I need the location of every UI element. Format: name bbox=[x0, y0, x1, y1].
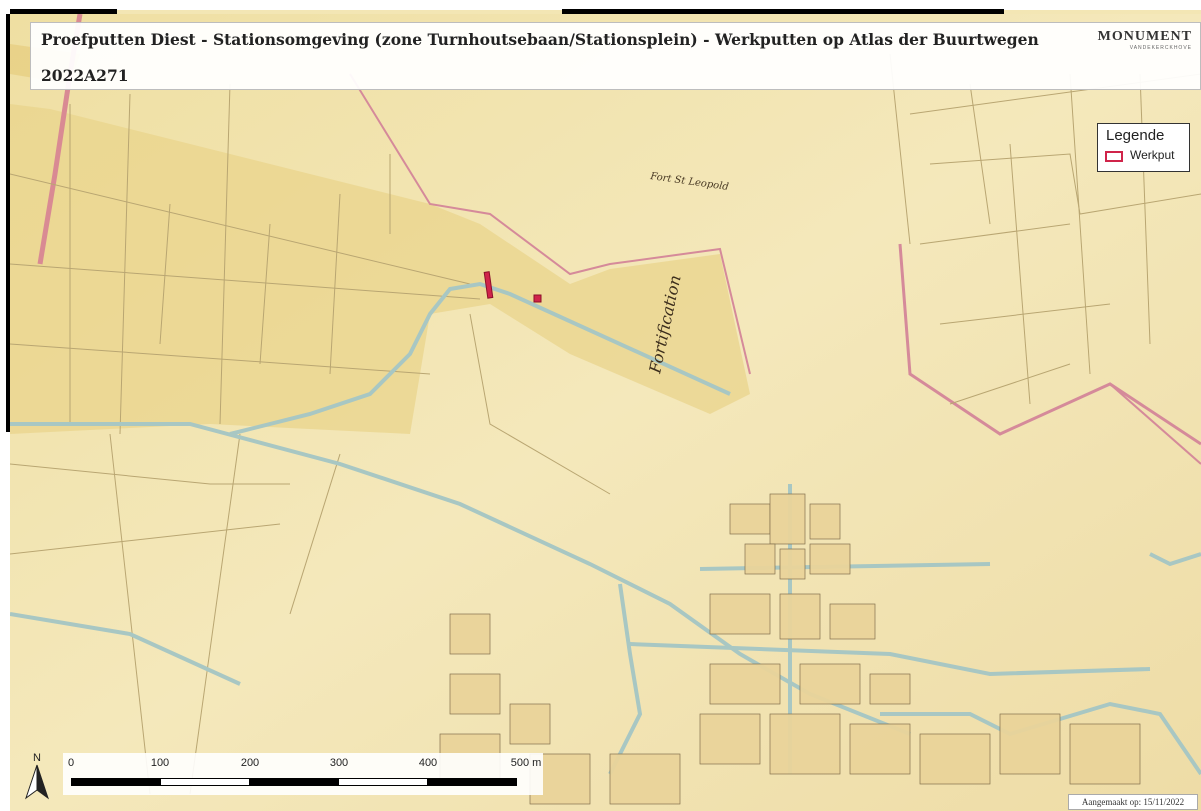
title-block: Proefputten Diest - Stationsomgeving (zo… bbox=[30, 22, 1201, 90]
werkput-1[interactable] bbox=[483, 271, 494, 299]
legend: Legende Werkput bbox=[1097, 123, 1190, 172]
logo-tagline: VANDEKERCKHOVE bbox=[1129, 45, 1192, 51]
project-code: 2022A271 bbox=[41, 66, 129, 85]
scale-tick: 300 bbox=[329, 757, 349, 769]
left-scale-border bbox=[0, 0, 11, 811]
legend-item-werkput: Werkput bbox=[1130, 148, 1175, 162]
werkput-swatch-icon bbox=[1105, 151, 1123, 162]
logo-name: MONUMENT bbox=[1097, 29, 1192, 44]
creation-date: Aangemaakt op: 15/11/2022 bbox=[1068, 794, 1198, 810]
scale-segment bbox=[338, 778, 428, 786]
legend-title: Legende bbox=[1106, 127, 1165, 144]
werkput-2[interactable] bbox=[533, 294, 542, 303]
scale-tick: 100 bbox=[150, 757, 170, 769]
scale-tick: 500 m bbox=[510, 757, 542, 769]
scale-tick: 0 bbox=[67, 757, 75, 769]
scale-segment bbox=[160, 778, 250, 786]
scale-bar: 0 100 200 300 400 500 m bbox=[63, 753, 543, 795]
border-segment bbox=[562, 9, 1004, 15]
fort-boundary bbox=[349, 73, 751, 375]
scale-segment bbox=[249, 778, 339, 786]
parcel-lines bbox=[10, 83, 611, 795]
map-title: Proefputten Diest - Stationsomgeving (zo… bbox=[41, 30, 1039, 49]
scale-segment bbox=[427, 778, 517, 786]
north-label: N bbox=[33, 752, 41, 764]
top-scale-border bbox=[0, 0, 1201, 15]
shaded-fields bbox=[10, 104, 750, 434]
company-logo: MONUMENT VANDEKERCKHOVE bbox=[1098, 29, 1192, 51]
border-segment bbox=[6, 14, 11, 432]
historic-map[interactable]: Fort St Leopold Fortification bbox=[10, 14, 1201, 811]
north-arrow-icon: N bbox=[25, 752, 49, 800]
scale-segment bbox=[71, 778, 161, 786]
scale-tick: 400 bbox=[418, 757, 438, 769]
scale-tick: 200 bbox=[240, 757, 260, 769]
town-blocks bbox=[439, 493, 1141, 805]
border-segment bbox=[10, 9, 117, 15]
